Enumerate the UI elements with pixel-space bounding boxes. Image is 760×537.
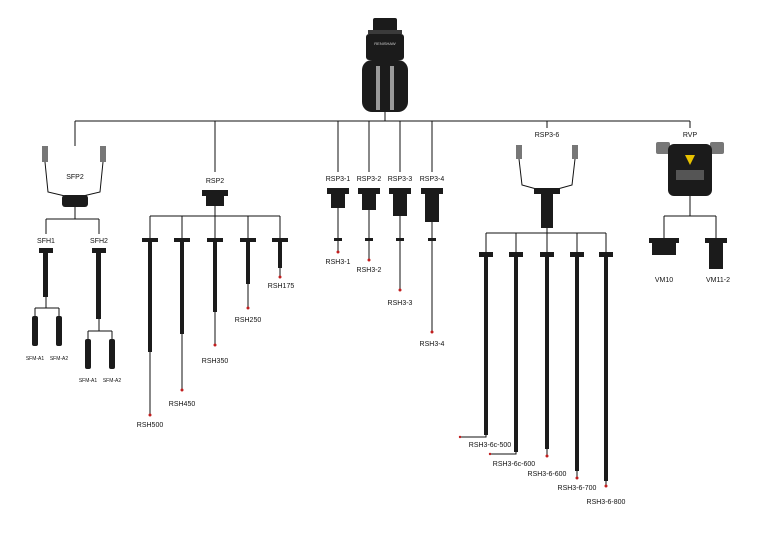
label-sfm-a1-1: SFM-A1 — [26, 356, 45, 362]
label-rsp2: RSP2 — [206, 178, 224, 185]
label-rsh175: RSH175 — [268, 283, 295, 290]
main-connectors — [74, 112, 691, 172]
label-rsh3-1: RSH3-1 — [326, 259, 351, 266]
probe-head: RENISHAW — [362, 18, 408, 112]
label-rsh350: RSH350 — [202, 358, 229, 365]
label-vm11-2: VM11-2 — [706, 277, 730, 284]
rsp2-connectors — [149, 206, 281, 238]
label-rsp3-2: RSP3-2 — [357, 176, 382, 183]
label-rsp3-1: RSP3-1 — [326, 176, 351, 183]
rsh250-stylus — [240, 238, 256, 310]
rsh3-2-stylus — [365, 238, 373, 262]
label-sfh2: SFH2 — [90, 238, 108, 245]
rsh3-6-700-stylus — [570, 252, 584, 480]
rsh3-3-stylus — [396, 238, 404, 292]
rsh350-stylus — [207, 238, 223, 347]
rsh3-6-800-stylus — [599, 252, 613, 488]
label-rvp: RVP — [683, 132, 698, 139]
rsh3-6c-600-stylus — [488, 252, 523, 456]
rsp3-connectors — [337, 208, 433, 238]
label-sfm-a1-2: SFM-A1 — [79, 378, 98, 384]
label-rsh3-4: RSH3-4 — [420, 341, 445, 348]
label-rsh3-6-600: RSH3-6-600 — [528, 471, 567, 478]
rsp3-2-module — [358, 188, 380, 210]
sfm-connectors — [34, 297, 113, 339]
label-sfh1: SFH1 — [37, 238, 55, 245]
label-rsh3-6c-600: RSH3-6c-600 — [493, 461, 536, 468]
rsh175-stylus — [272, 238, 288, 279]
rsp3-3-module — [389, 188, 411, 216]
rsh450-stylus — [174, 238, 190, 392]
label-rsh450: RSH450 — [169, 401, 196, 408]
sfh1-holder — [39, 248, 53, 297]
label-sfm-a2-1: SFM-A2 — [50, 356, 69, 362]
rsp2-module — [202, 190, 228, 206]
rvp-connectors — [663, 196, 717, 238]
rsh500-stylus — [142, 238, 158, 417]
head-logo: RENISHAW — [374, 41, 396, 46]
vm10-module — [649, 238, 679, 255]
rsh3-6c-500-stylus — [458, 252, 493, 439]
rsh3-1-stylus — [334, 238, 342, 254]
label-rsp3-3: RSP3-3 — [388, 176, 413, 183]
rsh3-6-600-stylus — [540, 252, 554, 458]
label-rsh3-6-800: RSH3-6-800 — [587, 499, 626, 506]
label-rsp3-4: RSP3-4 — [420, 176, 445, 183]
sfh2-holder — [92, 248, 106, 319]
label-rsh500: RSH500 — [137, 422, 164, 429]
label-vm10: VM10 — [655, 277, 673, 284]
rsp3-1-module — [327, 188, 349, 208]
rsp3-4-module — [421, 188, 443, 222]
label-rsh3-6-700: RSH3-6-700 — [558, 485, 597, 492]
sfp2-module: SFP2 — [42, 146, 106, 207]
label-rsh250: RSH250 — [235, 317, 262, 324]
rsp3-6-connectors — [485, 228, 607, 252]
label-sfm-a2-2: SFM-A2 — [103, 378, 122, 384]
label-rsp3-6: RSP3-6 — [535, 132, 560, 139]
label-rsh3-6c-500: RSH3-6c-500 — [469, 442, 512, 449]
label-rsh3-2: RSH3-2 — [357, 267, 382, 274]
rsp3-6-module — [516, 145, 578, 228]
rvp-module — [656, 142, 724, 196]
label-rsh3-3: RSH3-3 — [388, 300, 413, 307]
rsh3-4-stylus — [428, 238, 436, 334]
vm11-2-module — [705, 238, 727, 269]
sfh-connectors — [45, 207, 100, 234]
label-sfp2: SFP2 — [66, 174, 84, 181]
sfm-modules — [32, 316, 115, 369]
